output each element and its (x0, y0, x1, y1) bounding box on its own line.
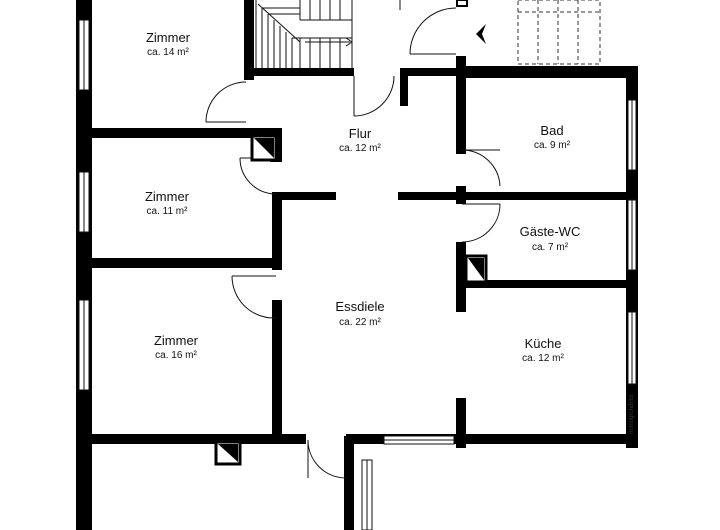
room-name-kueche: Küche (525, 336, 562, 351)
windows (78, 19, 637, 530)
room-area-kueche: ca. 12 m² (522, 353, 564, 364)
outdoor-stair (517, 0, 601, 65)
room-area-flur: ca. 12 m² (339, 143, 381, 154)
doors (205, 7, 501, 479)
walls (76, 0, 638, 530)
room-area-zimmer-11: ca. 11 m² (147, 206, 189, 217)
staircase (255, 0, 401, 71)
room-area-bad: ca. 9 m² (534, 140, 571, 151)
room-name-bad: Bad (540, 123, 563, 138)
room-area-essdiele: ca. 22 m² (339, 317, 381, 328)
room-area-zimmer-14: ca. 14 m² (147, 47, 189, 58)
room-name-zimmer-16: Zimmer (154, 333, 199, 348)
room-name-zimmer-14: Zimmer (146, 30, 191, 45)
room-name-flur: Flur (349, 126, 372, 141)
room-name-essdiele: Essdiele (335, 299, 384, 314)
room-name-zimmer-11: Zimmer (145, 189, 190, 204)
shafts (214, 0, 488, 466)
watermark: Immogrundriss (629, 394, 635, 434)
room-area-gaeste-wc: ca. 7 m² (532, 242, 569, 253)
entrance-arrow-icon (476, 24, 486, 44)
room-area-zimmer-16: ca. 16 m² (155, 350, 197, 361)
room-name-gaeste-wc: Gäste-WC (520, 224, 581, 239)
